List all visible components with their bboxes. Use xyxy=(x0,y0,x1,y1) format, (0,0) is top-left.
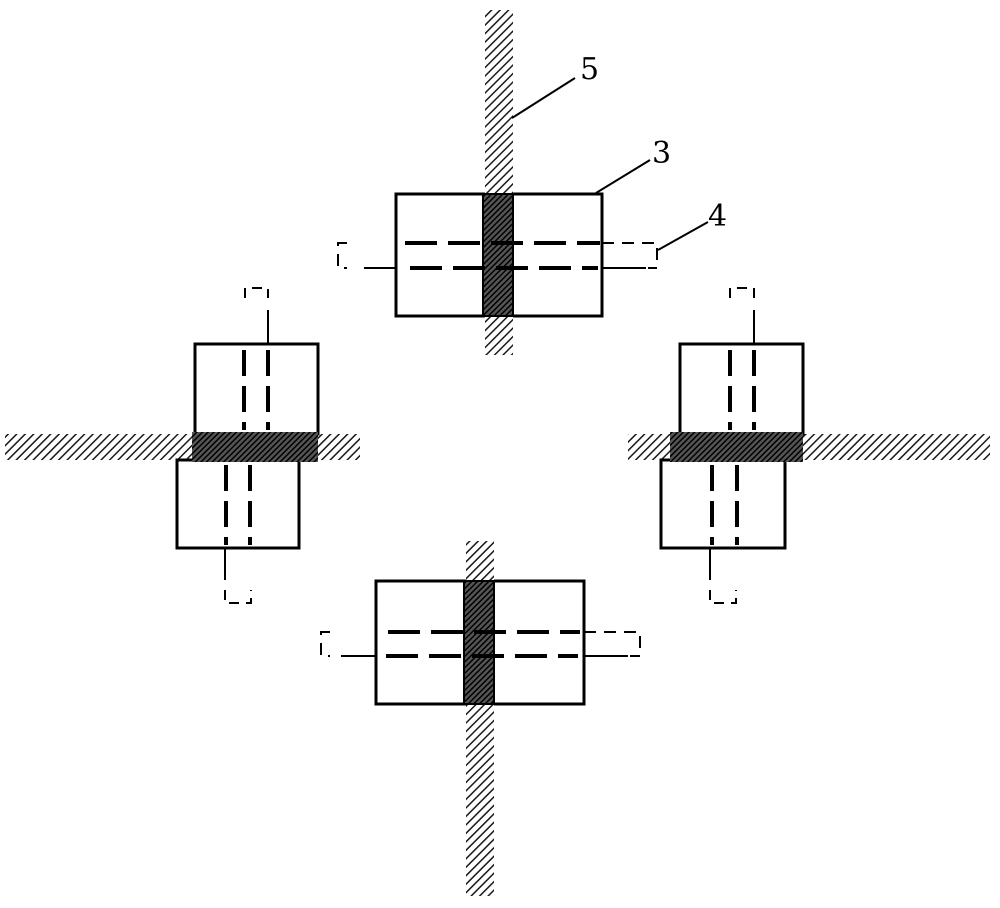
right-plate-overlap xyxy=(670,432,803,462)
right-assembly xyxy=(628,287,990,604)
part-label-3: 3 xyxy=(652,136,672,171)
left-assembly xyxy=(5,287,360,604)
leader-line-3 xyxy=(595,159,651,194)
bottom-assembly xyxy=(320,541,641,896)
right-connector-bracket xyxy=(709,287,755,604)
left-lower-block xyxy=(175,458,301,550)
right-upper-block xyxy=(678,342,805,436)
bottom-plate-inside-block xyxy=(463,580,495,705)
top-connector-bracket xyxy=(337,242,658,269)
leader-line-5 xyxy=(511,77,576,119)
leader-line-4 xyxy=(657,221,709,251)
left-upper-block xyxy=(193,342,320,436)
part-label-5: 5 xyxy=(580,52,600,87)
bottom-connector-bracket xyxy=(320,631,641,657)
right-lower-block xyxy=(659,458,787,550)
left-plate-overlap xyxy=(192,432,318,462)
top-assembly xyxy=(337,10,658,355)
left-connector-bracket xyxy=(224,287,269,604)
top-plate-inside-block xyxy=(482,193,514,317)
part-label-4: 4 xyxy=(708,199,728,234)
